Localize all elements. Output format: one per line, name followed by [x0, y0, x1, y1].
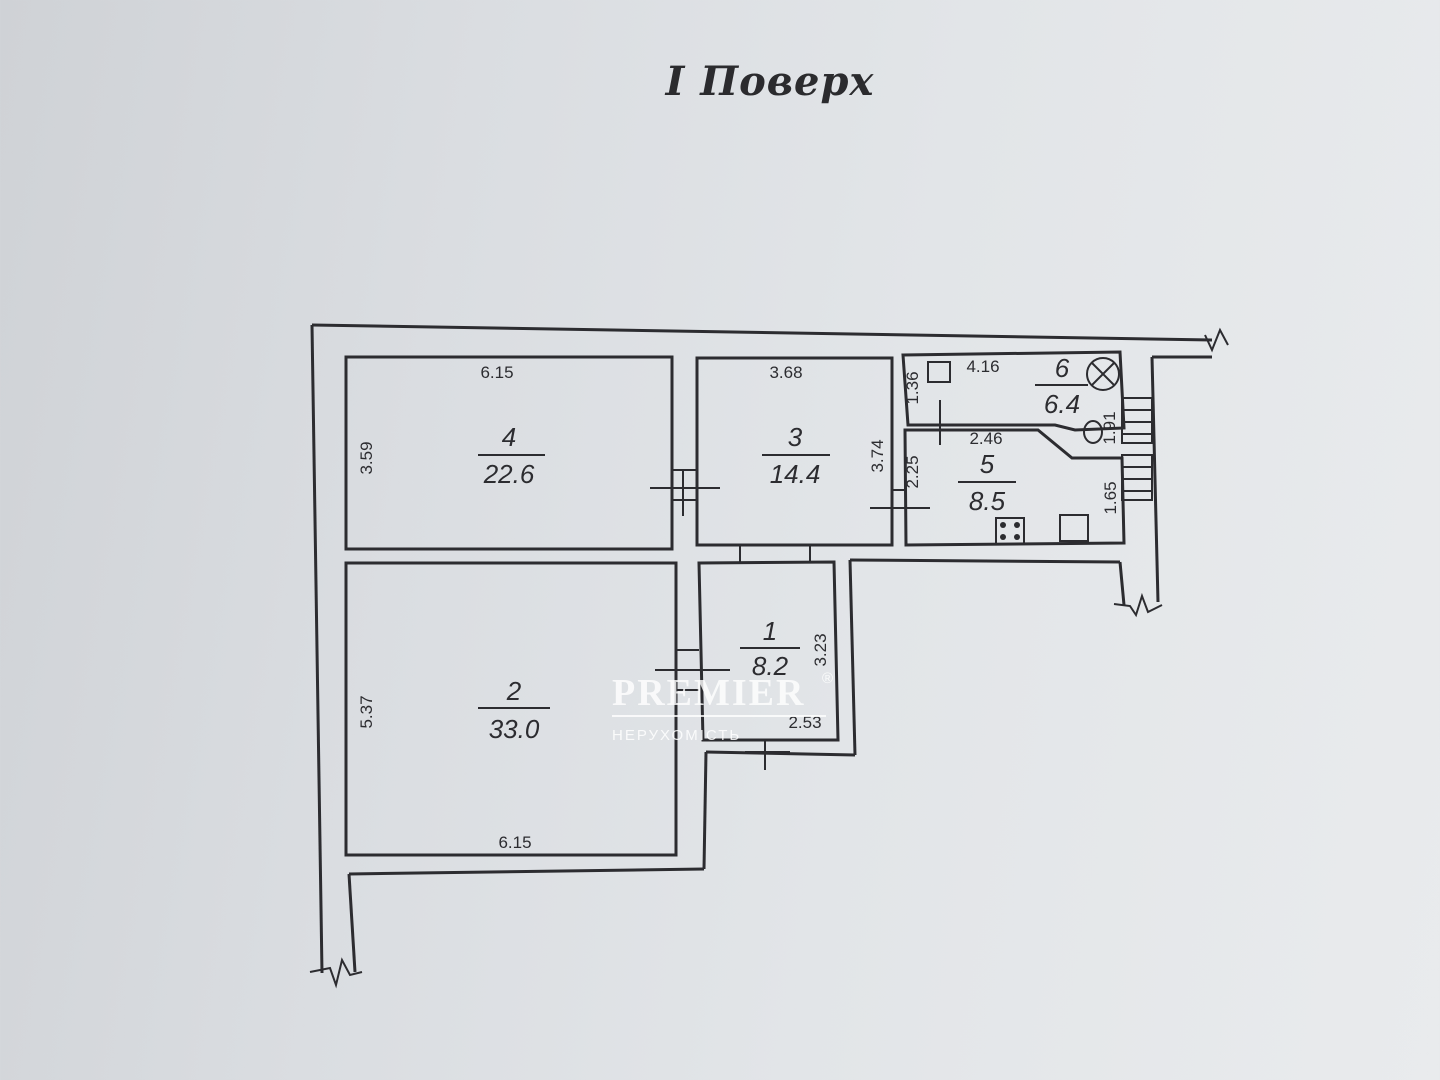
dim-r4-left: 3.59	[357, 441, 376, 474]
dim-r5-top: 2.46	[969, 429, 1002, 448]
sink-icon	[1083, 420, 1103, 444]
dim-r6-right: 1.91	[1100, 411, 1119, 444]
stove-icon	[995, 517, 1025, 545]
floor-title: I Поверх	[665, 58, 875, 105]
doors	[650, 397, 1153, 770]
room-3-area: 14.4	[770, 459, 821, 489]
room-6-outline	[901, 350, 1126, 432]
dim-r3-top: 3.68	[769, 363, 802, 382]
dim-r5-left: 2.25	[903, 455, 922, 488]
watermark-subtitle: НЕРУХОМІСТЬ	[612, 727, 741, 744]
room-2-outline	[344, 561, 678, 857]
toilet-icon	[927, 361, 951, 383]
dimension-labels: 6.15 3.59 3.68 3.74 4.16 1.36 1.91 2.46 …	[357, 357, 1120, 852]
room-walls	[344, 350, 1126, 857]
shower-icon	[1086, 357, 1120, 391]
fixtures	[927, 357, 1120, 545]
room-2-area: 33.0	[489, 714, 540, 744]
room-1-area: 8.2	[752, 651, 789, 681]
room-4-label: 4 22.6	[478, 422, 545, 489]
dim-r3-right: 3.74	[868, 439, 887, 472]
room-2-label: 2 33.0	[478, 676, 550, 744]
dim-r5-right: 1.65	[1101, 481, 1120, 514]
dim-r2-bottom: 6.15	[498, 833, 531, 852]
dim-r2-left: 5.37	[357, 695, 376, 728]
room-1-number: 1	[763, 616, 777, 646]
room-6-number: 6	[1055, 353, 1070, 383]
dim-r6-top: 4.16	[966, 357, 999, 376]
premier-watermark: PREMIER ® НЕРУХОМІСТЬ	[612, 670, 835, 744]
room-6-label: 6 6.4	[1035, 353, 1088, 419]
room-6-area: 6.4	[1044, 389, 1080, 419]
room-5-label: 5 8.5	[958, 449, 1016, 516]
room-4-number: 4	[502, 422, 516, 452]
room-5-outline	[903, 428, 1126, 547]
room-5-number: 5	[980, 449, 995, 479]
room-1-label: 1 8.2	[740, 616, 800, 681]
room-3-outline	[695, 356, 894, 547]
dim-r1-right: 3.23	[811, 633, 830, 666]
dim-r6-left: 1.36	[903, 371, 922, 404]
dim-r4-top: 6.15	[480, 363, 513, 382]
room-3-label: 3 14.4	[762, 422, 830, 489]
dim-r1-bottom: 2.53	[788, 713, 821, 732]
kitchen-sink-icon	[1059, 514, 1089, 542]
watermark-registered: ®	[822, 670, 835, 687]
room-5-area: 8.5	[969, 486, 1006, 516]
room-2-number: 2	[506, 676, 522, 706]
watermark-brand: PREMIER	[612, 672, 805, 714]
room-1-outline	[697, 560, 840, 742]
room-4-area: 22.6	[483, 459, 535, 489]
room-3-number: 3	[788, 422, 803, 452]
room-4-outline	[344, 355, 674, 551]
